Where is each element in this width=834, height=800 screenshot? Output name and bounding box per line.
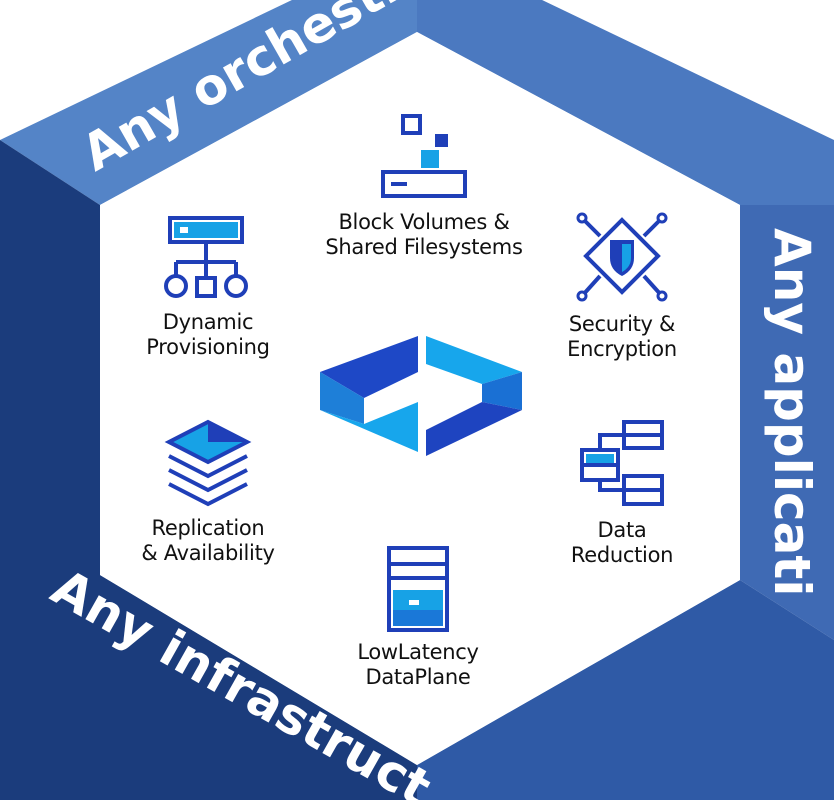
band-top-right bbox=[417, 0, 834, 212]
label-latency-line2: DataPlane bbox=[365, 665, 471, 689]
label-security-line1: Security & bbox=[568, 312, 676, 336]
layers-stack-icon bbox=[164, 419, 252, 507]
label-security-line2: Encryption bbox=[567, 337, 677, 361]
label-reduction-line2: Reduction bbox=[570, 543, 674, 567]
band-right bbox=[740, 205, 834, 640]
label-latency-line1: LowLatency bbox=[357, 640, 479, 664]
band-bottom-right bbox=[417, 580, 834, 800]
block-volume-icon bbox=[381, 114, 467, 198]
feature-dynamic-provisioning: Dynamic Provisioning bbox=[128, 212, 288, 360]
label-replication-line1: Replication bbox=[151, 516, 265, 540]
label-reduction-line1: Data bbox=[597, 518, 647, 542]
band-bottom-left bbox=[0, 575, 417, 800]
band-top-left bbox=[0, 0, 417, 205]
label-block-line2: Shared Filesystems bbox=[325, 235, 523, 259]
feature-data-reduction: Data Reduction bbox=[556, 416, 688, 568]
feature-block-volumes: Block Volumes & Shared Filesystems bbox=[306, 108, 542, 260]
label-dynamic-line1: Dynamic bbox=[162, 310, 254, 334]
server-tower-icon bbox=[387, 546, 449, 632]
simplyblock-logo-icon bbox=[320, 336, 522, 456]
feature-low-latency: LowLatency DataPlane bbox=[336, 542, 500, 690]
shield-chip-icon bbox=[576, 212, 668, 302]
label-block-line1: Block Volumes & bbox=[338, 210, 510, 234]
server-tree-icon bbox=[164, 216, 248, 298]
label-replication-line2: & Availability bbox=[141, 541, 275, 565]
data-blocks-icon bbox=[580, 420, 664, 506]
band-left bbox=[0, 140, 100, 575]
feature-replication: Replication & Availability bbox=[130, 416, 286, 566]
feature-security: Security & Encryption bbox=[540, 210, 704, 362]
label-dynamic-line2: Provisioning bbox=[146, 335, 270, 359]
